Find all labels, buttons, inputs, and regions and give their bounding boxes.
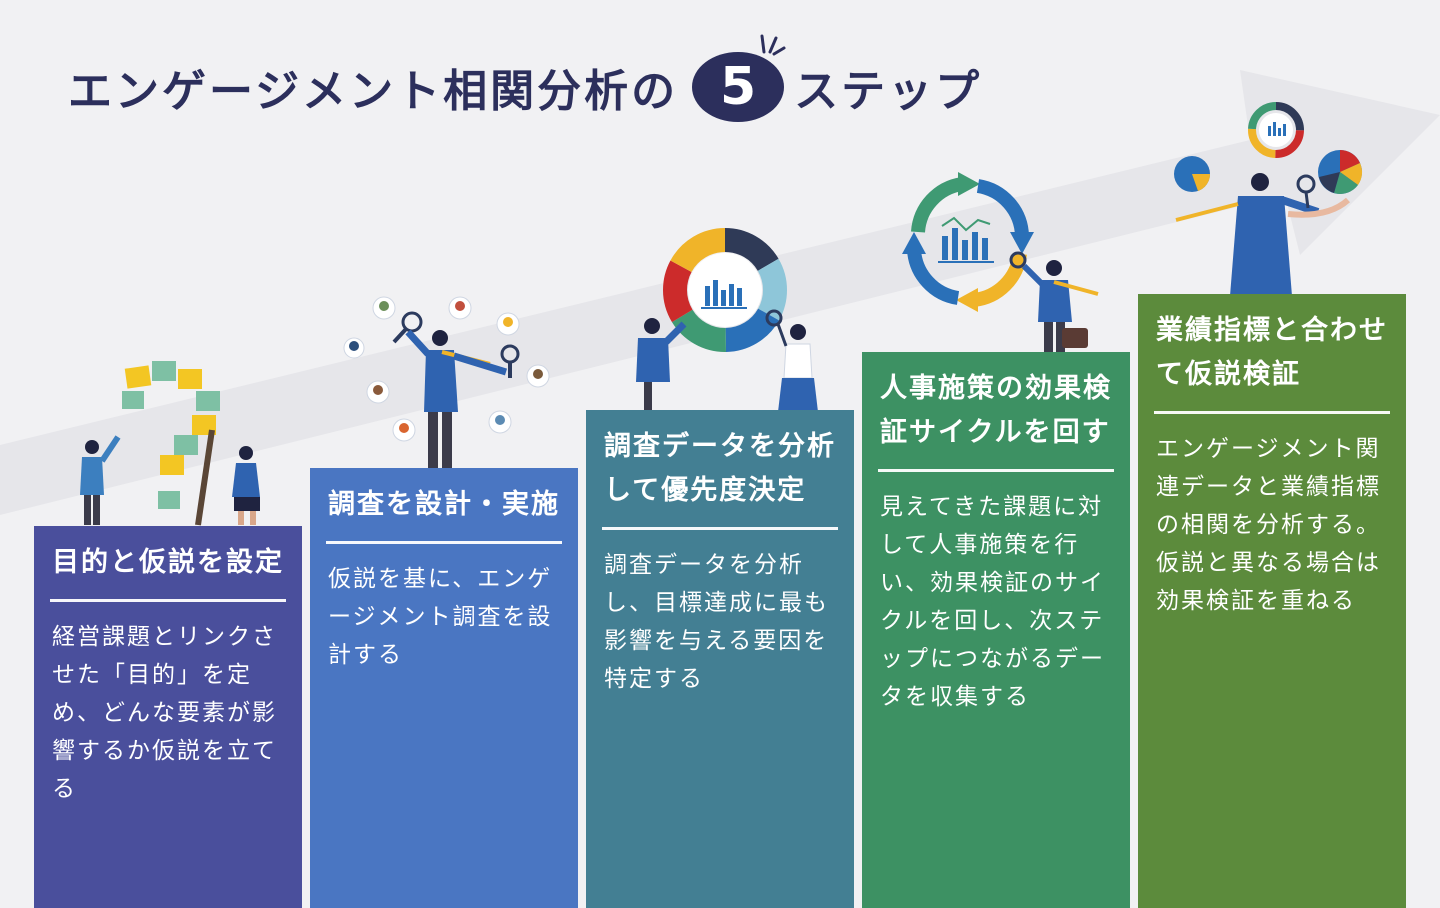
step-3-panel: 調査データを分析して優先度決定 調査データを分析し、目標達成に最も影響を与える要… xyxy=(586,410,854,908)
step-1-heading: 目的と仮説を設定 xyxy=(50,526,286,602)
person-right-icon xyxy=(765,309,818,412)
step-3-body: 調査データを分析し、目標達成に最も影響を与える要因を特定する xyxy=(604,552,829,692)
step-count-number: 5 xyxy=(692,52,785,122)
step-3-heading: 調査データを分析して優先度決定 xyxy=(602,410,838,530)
person-left-icon xyxy=(80,435,121,525)
businessman-icon xyxy=(1175,173,1351,296)
title-text-before: エンゲージメント相関分析の xyxy=(68,66,679,117)
step-5-heading: 業績指標と合わせて仮説検証 xyxy=(1154,294,1390,414)
spark-icon xyxy=(760,34,786,56)
step-4-panel: 人事施策の効果検証サイクルを回す 見えてきた課題に対して人事施策を行い、効果検証… xyxy=(862,352,1130,908)
step-5-body: エンゲージメント関連データと業績指標の相関を分析する。仮説と異なる場合は効果検証… xyxy=(1156,436,1381,614)
page-title: エンゲージメント相関分析の 5 ステップ xyxy=(68,34,983,122)
person-left-icon xyxy=(636,318,687,412)
question-mark-sticky-notes-icon xyxy=(80,361,260,526)
step-4-body: 見えてきた課題に対して人事施策を行い、効果検証のサイクルを回し、次ステップにつな… xyxy=(880,494,1105,710)
avatar-group-icon xyxy=(343,296,550,442)
magnifier-people-icon xyxy=(343,296,550,468)
donut-chart-icon xyxy=(636,228,818,412)
step-2-panel: 調査を設計・実施 仮説を基に、エンゲージメント調査を設計する xyxy=(310,468,578,908)
step-1-body: 経営課題とリンクさせた「目的」を定め、どんな要素が影響するか仮説を立てる xyxy=(52,624,277,802)
person-right-icon xyxy=(232,446,260,525)
businessman-icon xyxy=(1009,251,1099,352)
step-count-badge: 5 xyxy=(692,34,786,122)
cycle-arrows-icon xyxy=(902,172,1099,352)
step-1-panel: 目的と仮説を設定 経営課題とリンクさせた「目的」を定め、どんな要素が影響するか仮… xyxy=(34,526,302,908)
step-4-heading: 人事施策の効果検証サイクルを回す xyxy=(878,352,1114,472)
pie-charts-icon xyxy=(1174,102,1363,296)
step-5-panel: 業績指標と合わせて仮説検証 エンゲージメント関連データと業績指標の相関を分析する… xyxy=(1138,294,1406,908)
step-2-heading: 調査を設計・実施 xyxy=(326,468,562,544)
title-text-after: ステップ xyxy=(794,66,983,117)
step-2-body: 仮説を基に、エンゲージメント調査を設計する xyxy=(328,566,553,668)
